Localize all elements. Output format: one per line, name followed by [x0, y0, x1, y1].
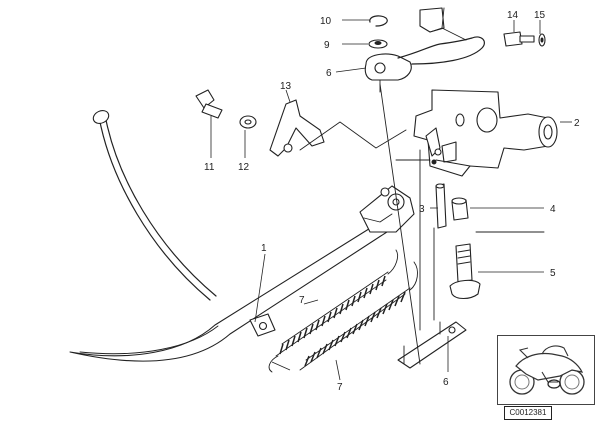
bushing — [451, 197, 469, 221]
bracket-plate — [397, 321, 467, 369]
callout-12: 12 — [238, 162, 250, 173]
pin — [435, 183, 447, 229]
callout-11: 11 — [204, 162, 215, 173]
figure-id-box: C0012381 — [504, 406, 552, 420]
callout-2: 2 — [574, 118, 580, 129]
callout-14: 14 — [507, 10, 519, 21]
callout-4: 4 — [550, 204, 556, 215]
springs — [268, 249, 418, 373]
callout-13: 13 — [280, 81, 292, 92]
location-thumbnail — [497, 335, 595, 405]
figure-id: C0012381 — [509, 408, 547, 417]
mounting-bracket — [413, 89, 558, 177]
bolt-and-washer-left — [195, 89, 257, 129]
pivot-bolt — [449, 243, 481, 300]
callout-1: 1 — [261, 243, 267, 254]
callout-6-upper: 6 — [326, 68, 332, 79]
bolt-and-washer-top — [503, 31, 546, 47]
callout-15: 15 — [534, 10, 546, 21]
callout-7-upper: 7 — [299, 295, 305, 306]
reference-lines — [299, 83, 545, 365]
motorcycle-icon — [509, 345, 585, 395]
leader-lines — [210, 19, 572, 381]
callout-9: 9 — [324, 40, 330, 51]
callout-7-lower: 7 — [337, 382, 343, 393]
washer-and-circlip — [368, 15, 388, 49]
callout-5: 5 — [550, 268, 556, 279]
callout-3: 3 — [419, 204, 425, 215]
spring-hook-bracket — [269, 99, 325, 157]
side-stand-switch — [364, 7, 485, 93]
callout-10: 10 — [320, 16, 332, 27]
callout-6-lower: 6 — [443, 377, 449, 388]
callouts: 1 2 3 4 5 6 6 7 7 9 10 11 12 13 14 15 — [204, 10, 580, 393]
